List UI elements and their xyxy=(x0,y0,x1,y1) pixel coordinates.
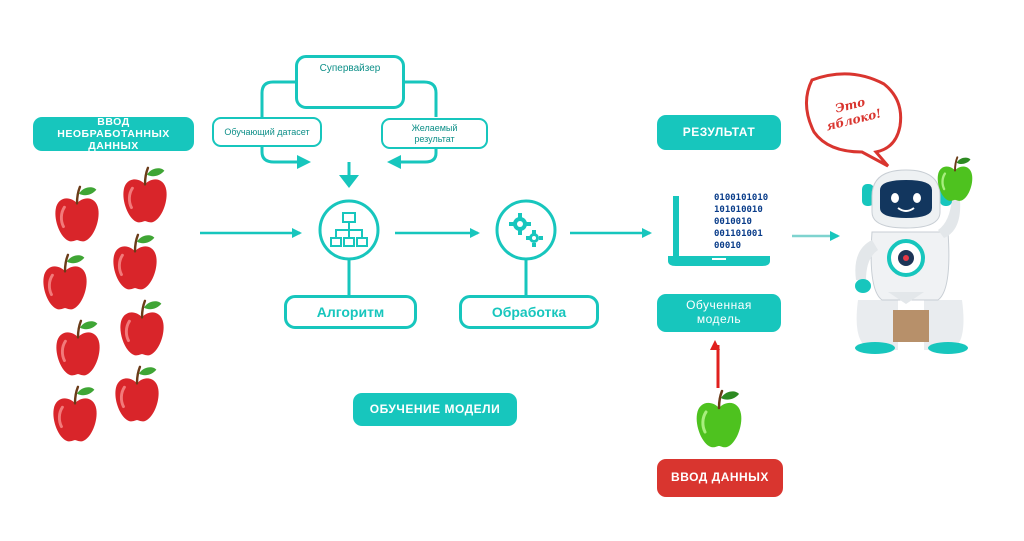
loop-arrowhead-down xyxy=(339,175,359,188)
laptop-icon xyxy=(668,196,770,266)
apple-green-icon xyxy=(936,156,974,203)
loop-arrowhead-left xyxy=(297,155,311,169)
algorithm-box: Алгоритм xyxy=(284,295,417,329)
apple-red-icon xyxy=(111,233,159,291)
training-dataset-box: Обучающий датасет xyxy=(212,117,322,147)
algorithm-node xyxy=(318,199,380,295)
apple-green-icon xyxy=(695,389,743,449)
hierarchy-icon xyxy=(330,212,368,247)
apple-red-icon xyxy=(113,365,161,423)
loop-arrowhead-right xyxy=(387,155,401,169)
processing-box: Обработка xyxy=(459,295,599,329)
gears-icon xyxy=(509,213,543,247)
raw-input-label: ВВОД НЕОБРАБОТАННЫХ ДАННЫХ xyxy=(33,116,194,152)
result-label: РЕЗУЛЬТАТ xyxy=(657,115,781,150)
binary-line: 001101001 xyxy=(714,229,763,239)
speech-bubble xyxy=(805,72,903,168)
binary-line: 0100101010 xyxy=(714,193,769,203)
apple-red-icon xyxy=(118,299,166,357)
trained-model-label: Обученная модель xyxy=(657,294,781,332)
supervisor-loop xyxy=(260,80,438,178)
binary-line: 101010010 xyxy=(714,205,763,215)
binary-code: 0100101010 101010010 0010010 001101001 0… xyxy=(714,192,768,252)
apple-red-icon xyxy=(53,185,101,243)
apple-red-icon xyxy=(54,319,102,377)
data-input-label: ВВОД ДАННЫХ xyxy=(657,459,783,497)
flow-arrows xyxy=(200,228,840,241)
model-training-label: ОБУЧЕНИЕ МОДЕЛИ xyxy=(353,393,517,426)
desired-result-box: Желаемый результат xyxy=(381,118,488,149)
processing-node xyxy=(495,199,557,295)
binary-line: 00010 xyxy=(714,241,742,251)
apple-red-icon xyxy=(41,253,89,311)
robot-icon xyxy=(805,72,968,354)
apple-red-icon xyxy=(51,385,99,443)
binary-line: 0010010 xyxy=(714,217,752,227)
raw-apples xyxy=(41,166,169,443)
supervisor-label: Супервайзер xyxy=(319,63,381,74)
supervisor-box: Супервайзер xyxy=(295,55,405,109)
apple-red-icon xyxy=(121,166,169,224)
